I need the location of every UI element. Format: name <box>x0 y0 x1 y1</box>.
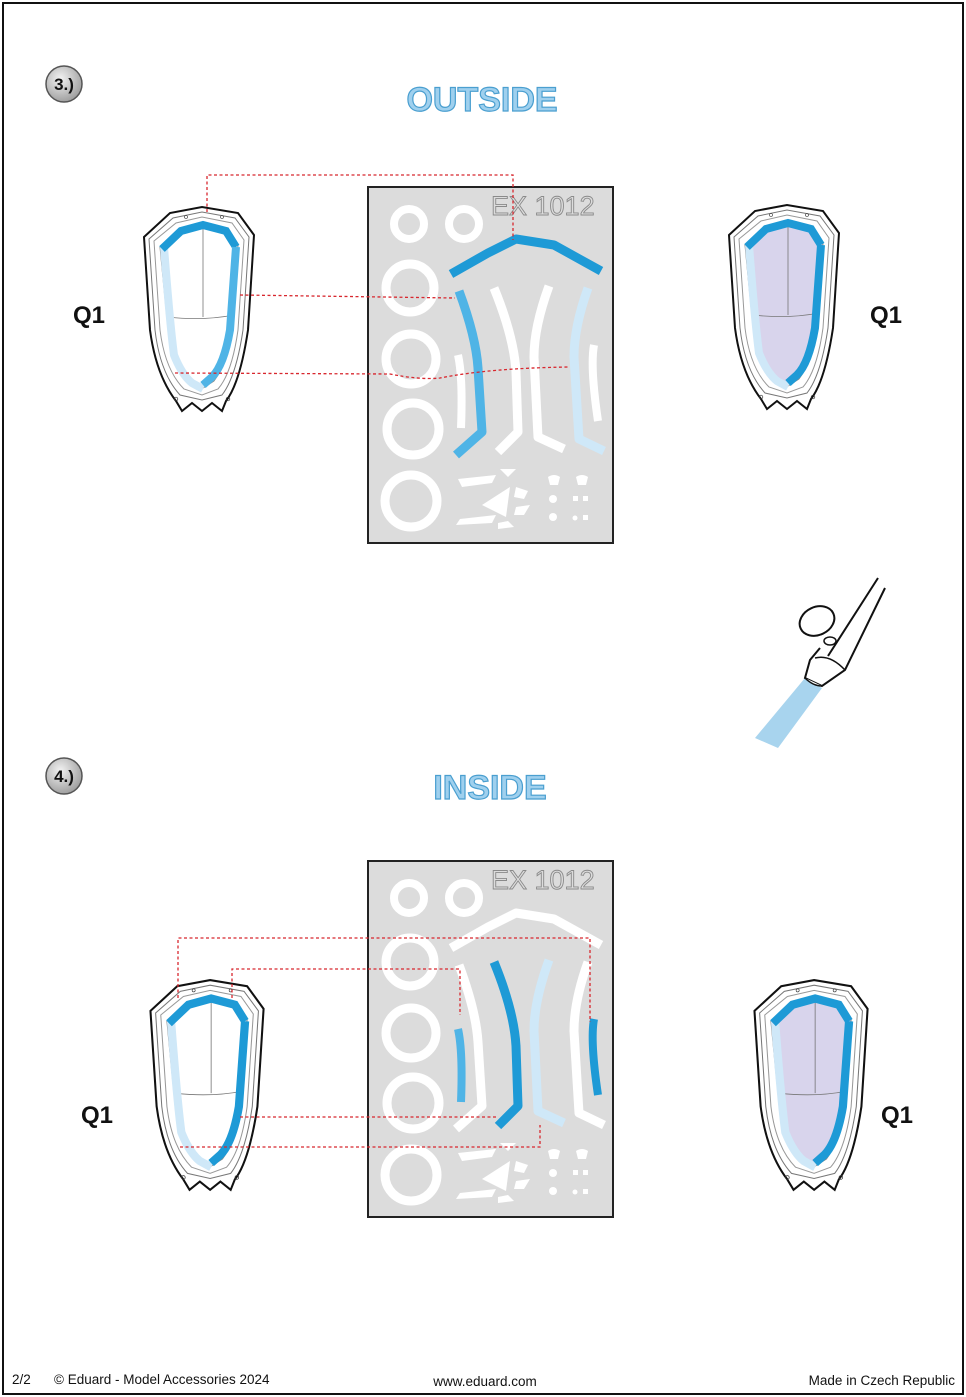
part-label-right: Q1 <box>870 302 902 329</box>
step-title: OUTSIDE <box>406 81 557 119</box>
part-label-right: Q1 <box>881 1102 913 1129</box>
step-4: 4.) INSIDE Q1 Q1 EX 1012 <box>45 757 913 1217</box>
page-number: 2/2 <box>12 1372 31 1387</box>
mask-fret: EX 1012 <box>368 187 613 543</box>
guide-lines <box>174 174 571 380</box>
step-3: 3.) OUTSIDE Q1 Q1 EX 1012 <box>45 65 902 748</box>
mask-fret: EX 1012 <box>368 861 613 1217</box>
step-badge: 3.) <box>45 65 83 103</box>
airbrush-icon <box>755 577 886 748</box>
origin: Made in Czech Republic <box>809 1373 956 1388</box>
footer: 2/2 © Eduard - Model Accessories 2024 ww… <box>12 1372 955 1389</box>
part-label-left: Q1 <box>81 1102 113 1129</box>
step-number: 3.) <box>54 75 74 94</box>
mask-code: EX 1012 <box>491 865 595 895</box>
copyright: © Eduard - Model Accessories 2024 <box>54 1372 270 1387</box>
mask-code: EX 1012 <box>491 191 595 221</box>
website-link[interactable]: www.eduard.com <box>432 1374 537 1389</box>
guide-lines <box>177 937 591 1148</box>
part-label-left: Q1 <box>73 302 105 329</box>
step-title: INSIDE <box>433 769 546 807</box>
step-number: 4.) <box>54 767 74 786</box>
step-badge: 4.) <box>45 757 83 795</box>
